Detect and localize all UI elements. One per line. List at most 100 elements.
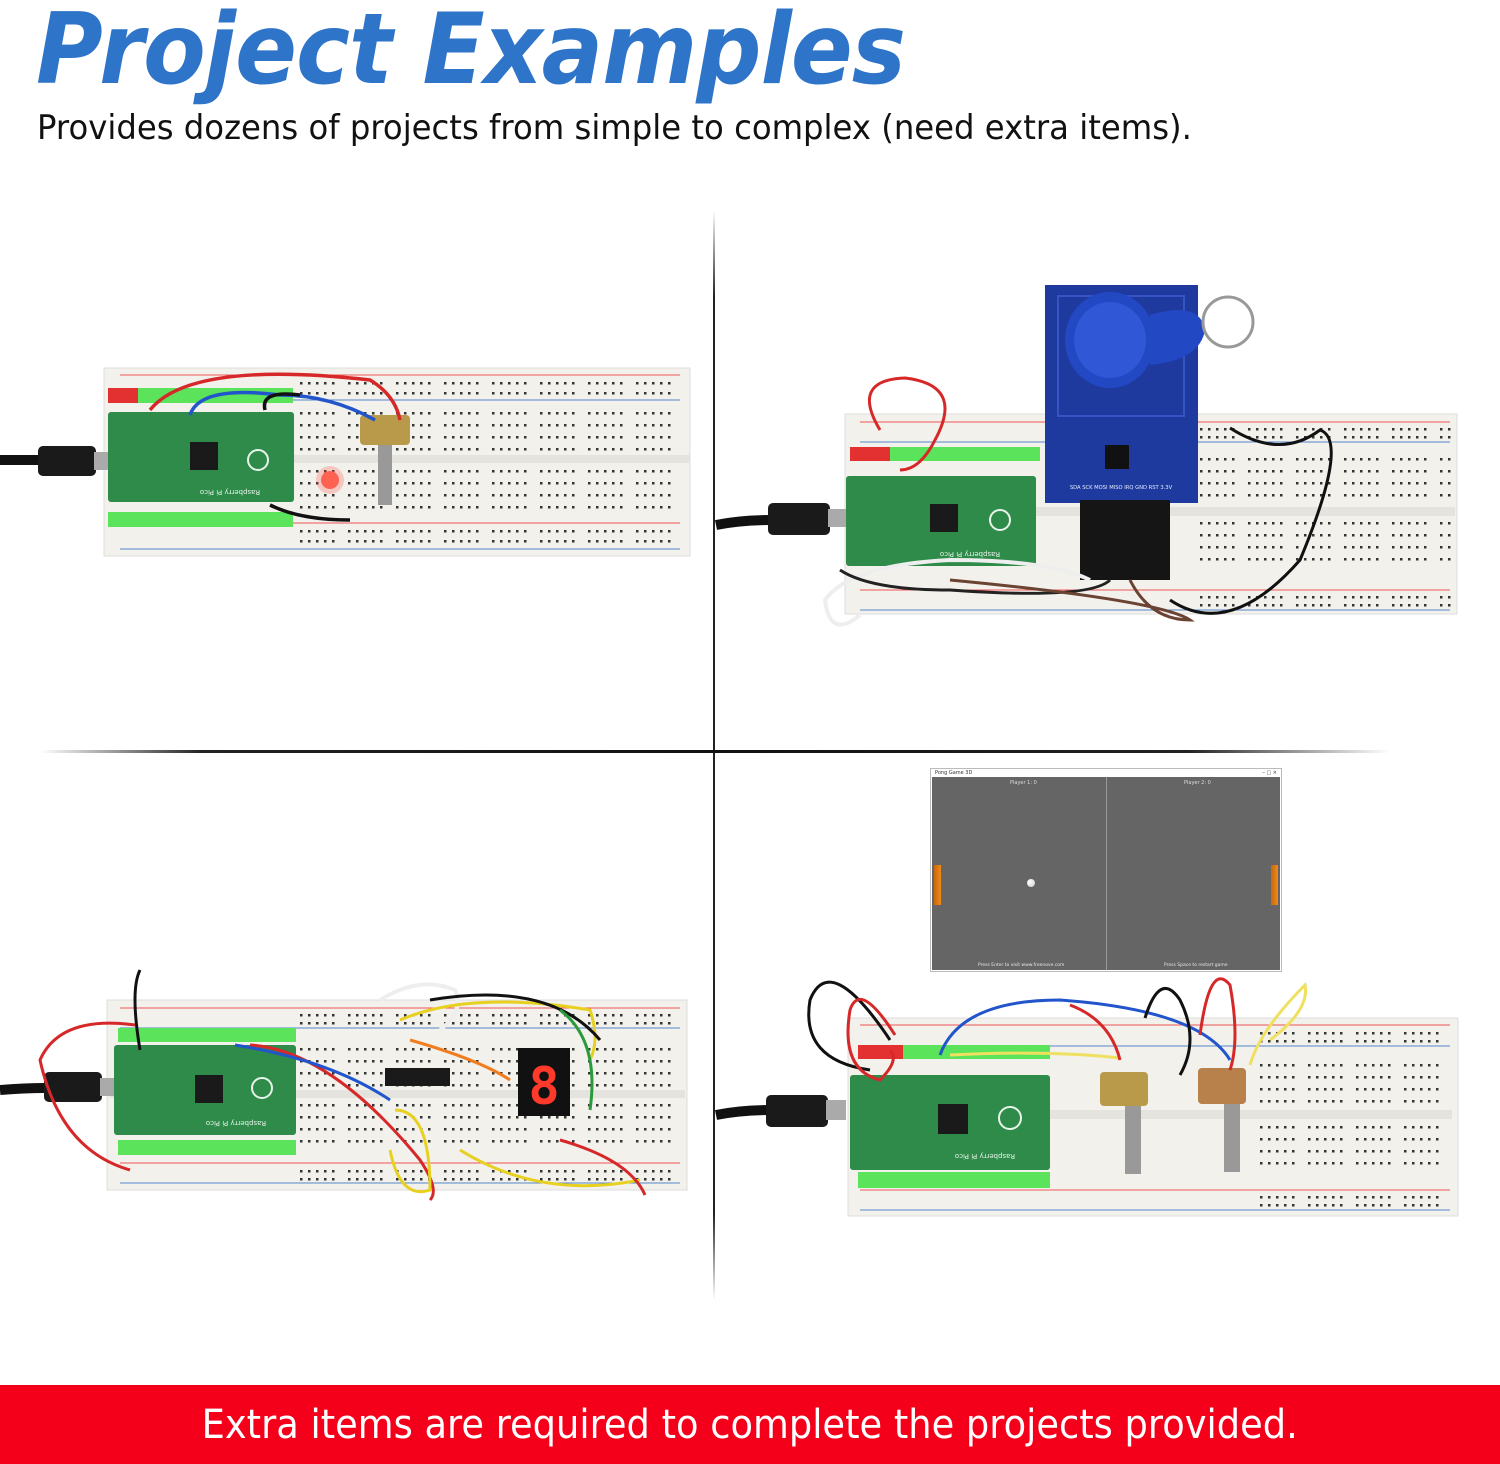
breadboard-hole <box>500 1014 503 1017</box>
breadboard-hole <box>636 1104 639 1107</box>
breadboard-hole <box>604 412 607 415</box>
breadboard-hole <box>372 506 375 509</box>
breadboard-hole <box>428 1140 431 1143</box>
breadboard-hole <box>620 494 623 497</box>
breadboard-hole <box>1436 1162 1439 1165</box>
breadboard-hole <box>612 448 615 451</box>
breadboard-hole <box>500 1060 503 1063</box>
jumper-wires <box>148 372 402 522</box>
breadboard-hole <box>356 412 359 415</box>
breadboard-hole <box>572 436 575 439</box>
breadboard-hole <box>460 1128 463 1131</box>
breadboard-hole <box>1392 482 1395 485</box>
breadboard-hole <box>1332 1150 1335 1153</box>
breadboard-hole <box>1412 1150 1415 1153</box>
breadboard-hole <box>1260 1076 1263 1079</box>
breadboard-hole <box>1268 1126 1271 1129</box>
breadboard-hole <box>492 1140 495 1143</box>
close-icon[interactable]: × <box>1272 770 1277 776</box>
breadboard-hole <box>324 1022 327 1025</box>
breadboard-hole <box>1412 1040 1415 1043</box>
breadboard-hole <box>564 1072 567 1075</box>
breadboard-hole <box>652 530 655 533</box>
breadboard-hole <box>476 1048 479 1051</box>
breadboard-hole <box>476 506 479 509</box>
breadboard-hole <box>1340 1138 1343 1141</box>
breadboard-hole <box>428 436 431 439</box>
breadboard-hole <box>468 1014 471 1017</box>
breadboard-hole <box>1340 1100 1343 1103</box>
breadboard-hole <box>516 494 519 497</box>
breadboard-hole <box>660 1072 663 1075</box>
breadboard-hole <box>1232 482 1235 485</box>
breadboard-hole <box>1420 1204 1423 1207</box>
breadboard-hole <box>396 1014 399 1017</box>
breadboard-hole <box>324 482 327 485</box>
breadboard-hole <box>420 1178 423 1181</box>
breadboard-hole <box>660 530 663 533</box>
breadboard-hole <box>1412 1196 1415 1199</box>
breadboard-hole <box>1388 1100 1391 1103</box>
minimize-icon[interactable]: – <box>1262 770 1265 776</box>
breadboard-hole <box>644 412 647 415</box>
breadboard-hole <box>1328 458 1331 461</box>
breadboard-hole <box>620 1128 623 1131</box>
breadboard-hole <box>356 1072 359 1075</box>
breadboard-hole <box>476 1116 479 1119</box>
breadboard-hole <box>660 1022 663 1025</box>
breadboard-holes <box>1200 428 1451 607</box>
breadboard-hole <box>1420 1126 1423 1129</box>
breadboard-hole <box>1284 1196 1287 1199</box>
breadboard-hole <box>412 482 415 485</box>
breadboard-hole <box>316 1060 319 1063</box>
breadboard-hole <box>1428 1138 1431 1141</box>
breadboard-hole <box>1364 1126 1367 1129</box>
breadboard-hole <box>468 412 471 415</box>
breadboard-hole <box>668 494 671 497</box>
breadboard-hole <box>1248 458 1251 461</box>
breadboard-hole <box>1440 604 1443 607</box>
breadboard-hole <box>636 1128 639 1131</box>
breadboard-hole <box>324 1140 327 1143</box>
breadboard-hole <box>460 1104 463 1107</box>
breadboard-hole <box>588 1128 591 1131</box>
pin-label-strip <box>108 388 293 527</box>
breadboard-hole <box>460 506 463 509</box>
breadboard-hole <box>596 1048 599 1051</box>
breadboard-hole <box>652 540 655 543</box>
breadboard-hole <box>1308 1064 1311 1067</box>
breadboard-hole <box>476 1128 479 1131</box>
breadboard-hole <box>428 424 431 427</box>
breadboard-hole <box>1248 534 1251 537</box>
breadboard-hole <box>1428 1204 1431 1207</box>
breadboard-hole <box>604 1060 607 1063</box>
breadboard-hole <box>556 448 559 451</box>
maximize-icon[interactable]: □ <box>1266 770 1272 776</box>
breadboard-hole <box>476 540 479 543</box>
breadboard-hole <box>636 1072 639 1075</box>
breadboard-hole <box>364 424 367 427</box>
breadboard-hole <box>1256 534 1259 537</box>
breadboard-hole <box>1276 1196 1279 1199</box>
breadboard-hole <box>540 494 543 497</box>
breadboard-hole <box>324 1128 327 1131</box>
breadboard-hole <box>564 540 567 543</box>
breadboard-hole <box>572 470 575 473</box>
breadboard-hole <box>540 482 543 485</box>
breadboard-hole <box>316 1128 319 1131</box>
breadboard-hole <box>668 1022 671 1025</box>
breadboard-hole <box>316 1072 319 1075</box>
breadboard-hole <box>1224 494 1227 497</box>
breadboard-hole <box>412 1178 415 1181</box>
breadboard-hole <box>1352 494 1355 497</box>
breadboard-hole <box>1248 494 1251 497</box>
breadboard-hole <box>548 448 551 451</box>
breadboard-hole <box>420 1048 423 1051</box>
breadboard-hole <box>1296 546 1299 549</box>
breadboard-hole <box>1340 1196 1343 1199</box>
breadboard-hole <box>452 412 455 415</box>
breadboard-hole <box>300 1072 303 1075</box>
breadboard-hole <box>444 1072 447 1075</box>
breadboard-hole <box>1332 1196 1335 1199</box>
